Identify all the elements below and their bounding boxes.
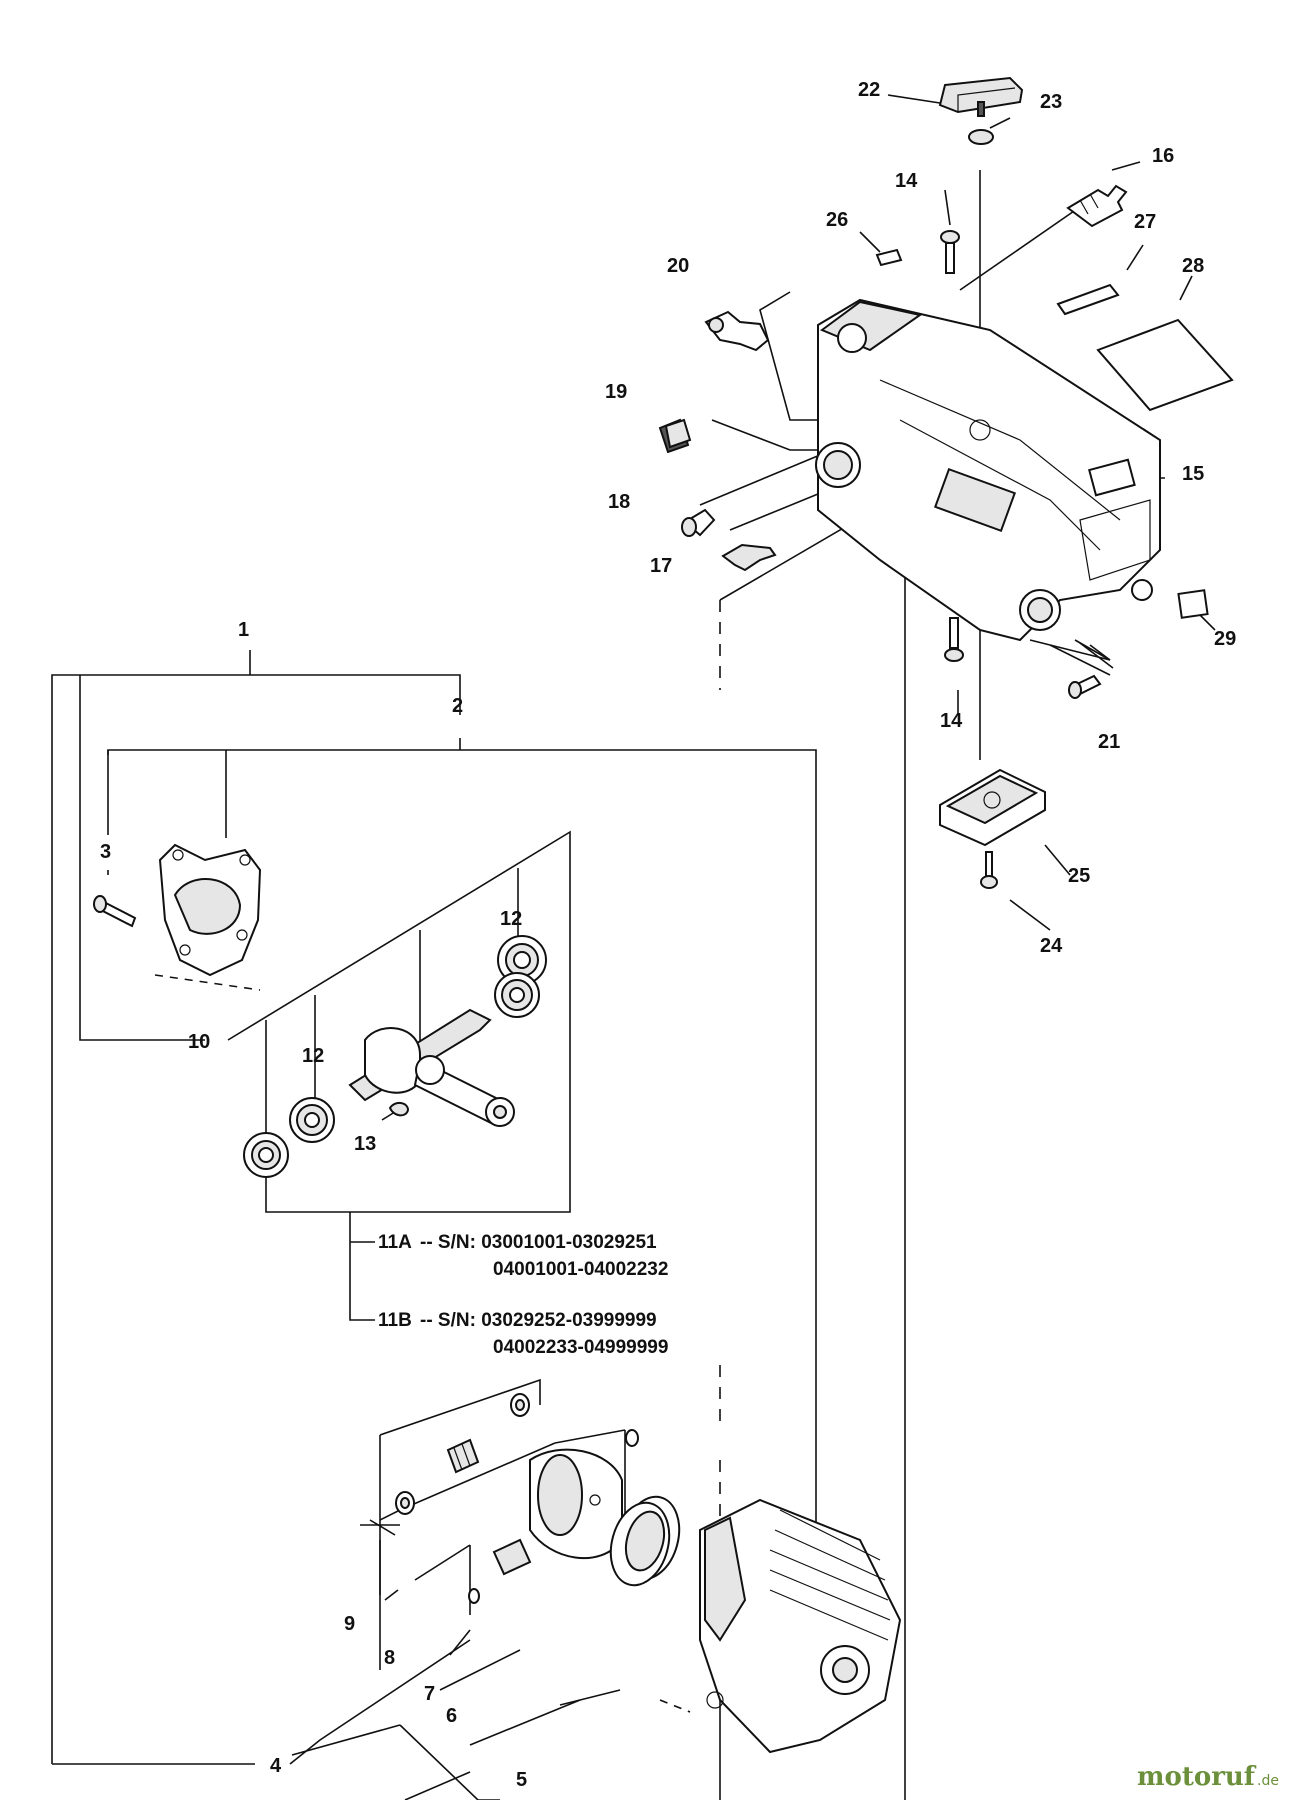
callout-15: 15 [1182, 463, 1204, 485]
callout-25: 25 [1068, 865, 1090, 887]
serial-11b-line1: -- S/N: 03029252-03999999 [420, 1310, 657, 1331]
part-washer-upper [510, 1393, 530, 1417]
callout-5-visible: 5 [516, 1769, 527, 1791]
part-circlip-7 [468, 1588, 480, 1604]
part-seal-lower [243, 1132, 289, 1178]
callout-12-upper: 12 [500, 908, 522, 930]
part-piston-pin-6 [492, 1538, 532, 1576]
part-circlip-top [625, 1429, 639, 1447]
callout-22: 22 [858, 79, 880, 101]
part-cylinder [699, 1498, 902, 1754]
part-crankshaft [348, 1008, 515, 1127]
callout-23: 23 [1040, 91, 1062, 113]
part-label-26 [875, 248, 903, 267]
callout-17: 17 [650, 555, 672, 577]
part-label-29 [1177, 589, 1209, 619]
part-bearing-12-mid [494, 972, 540, 1018]
part-damper-19 [658, 418, 692, 454]
callout-8: 8 [384, 1647, 395, 1669]
callout-6: 6 [446, 1705, 457, 1727]
part-bolt-3 [93, 895, 137, 928]
callout-12-lower: 12 [302, 1045, 324, 1067]
callout-18: 18 [608, 491, 630, 513]
part-bolt-18 [681, 508, 716, 537]
part-pad-25 [939, 768, 1046, 847]
part-crankcase-half [158, 843, 262, 977]
callout-2: 2 [452, 695, 463, 717]
callout-4: 4 [270, 1755, 282, 1777]
part-bearing-12-lower [289, 1097, 335, 1143]
part-needle-bearing-8 [446, 1438, 480, 1474]
callout-24: 24 [1040, 935, 1063, 957]
part-label-28 [1096, 318, 1234, 412]
part-piston-rings-5 [609, 1495, 681, 1587]
part-key-13 [388, 1102, 410, 1117]
watermark: motoruf .de [1137, 1762, 1279, 1792]
part-spike-17 [721, 543, 777, 572]
part-label-27 [1056, 283, 1120, 316]
watermark-brand: motoruf [1137, 1762, 1257, 1792]
callout-26: 26 [826, 209, 848, 231]
serial-number-notes: 11A -- S/N: 03001001-03029251 04001001-0… [378, 1232, 668, 1358]
callout-9: 9 [344, 1613, 355, 1635]
part-bolt-14-top [940, 230, 960, 274]
callout-29: 29 [1214, 628, 1236, 650]
part-crankcase-15 [815, 298, 1161, 642]
callout-16: 16 [1152, 145, 1174, 167]
callout-19: 19 [605, 381, 627, 403]
part-throttle-trigger [938, 76, 1024, 117]
callout-3: 3 [100, 841, 111, 863]
callout-14-upper: 14 [895, 170, 918, 192]
part-screw-24 [980, 851, 998, 889]
callout-14-lower: 14 [940, 710, 963, 732]
callout-27: 27 [1134, 211, 1156, 233]
serial-11a-line2: 04001001-04002232 [493, 1259, 668, 1280]
serial-11b-line2: 04002233-04999999 [493, 1337, 668, 1358]
callout-7: 7 [424, 1683, 435, 1705]
callout-20: 20 [667, 255, 689, 277]
part-lever-20 [704, 310, 770, 352]
part-bolt-14-lower [944, 617, 964, 662]
part-washer-9 [395, 1491, 415, 1515]
part-piston [529, 1448, 623, 1560]
callout-10: 10 [188, 1031, 210, 1053]
serial-11b-label: 11B [378, 1310, 412, 1331]
callout-21: 21 [1098, 731, 1120, 753]
serial-11a-line1: -- S/N: 03001001-03029251 [420, 1232, 657, 1253]
part-cap [968, 129, 994, 145]
part-screw-21 [1068, 674, 1102, 699]
callout-1: 1 [238, 619, 249, 641]
part-fitting [1066, 184, 1128, 228]
callout-13: 13 [354, 1133, 376, 1155]
callout-labels: 1 2 3 4 5 6 7 8 9 10 12 12 13 14 14 15 1… [100, 79, 1236, 1791]
watermark-suffix: .de [1257, 1773, 1279, 1789]
leader-lines [51, 94, 1216, 1800]
callout-28: 28 [1182, 255, 1204, 277]
serial-11a-label: 11A [378, 1232, 412, 1253]
